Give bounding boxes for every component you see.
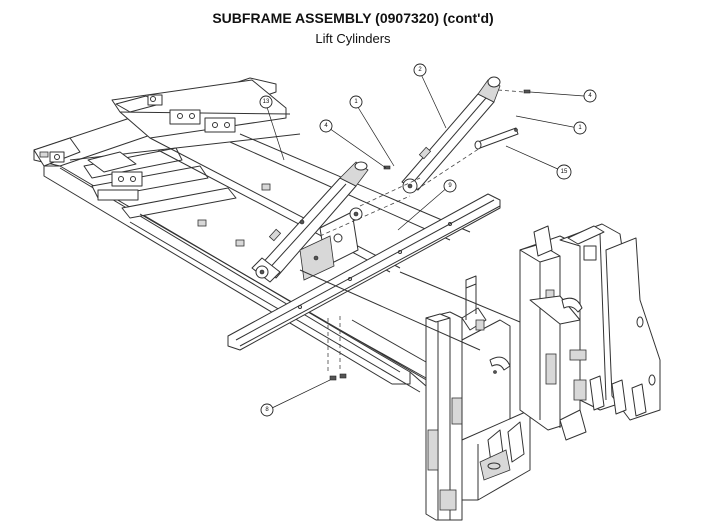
hitch-base xyxy=(461,356,531,501)
pivot-pin xyxy=(474,127,519,150)
front-upright-post xyxy=(425,275,511,521)
callout-2: 2 xyxy=(413,63,427,77)
callout-15: 15 xyxy=(556,164,572,180)
svg-text:1: 1 xyxy=(354,99,358,105)
callout-13: 13 xyxy=(259,95,273,109)
page-title: SUBFRAME ASSEMBLY (0907320) (cont'd) xyxy=(212,10,494,26)
bolts xyxy=(329,89,531,381)
svg-text:8: 8 xyxy=(265,407,269,413)
cross-beam xyxy=(227,193,501,351)
svg-text:2: 2 xyxy=(418,67,422,73)
callout-4-right: 4 xyxy=(583,89,597,103)
rear-upright-assembly xyxy=(519,223,661,441)
svg-text:1: 1 xyxy=(578,125,582,131)
svg-text:15: 15 xyxy=(561,169,568,175)
callout-4-left: 4 xyxy=(319,119,333,133)
subframe-main-frame xyxy=(33,77,471,393)
page-subtitle: Lift Cylinders xyxy=(315,31,391,46)
svg-text:9: 9 xyxy=(448,183,452,189)
callout-9: 9 xyxy=(443,179,457,193)
callout-8: 8 xyxy=(260,403,274,417)
svg-text:4: 4 xyxy=(324,123,328,129)
lift-cylinder-left xyxy=(251,161,369,283)
cylinder-mount-bracket xyxy=(299,207,363,281)
lift-cylinder-right xyxy=(401,76,501,194)
callout-leaders xyxy=(265,71,585,409)
svg-text:13: 13 xyxy=(263,99,270,105)
callout-1-right: 1 xyxy=(573,121,587,135)
callout-1-upper: 1 xyxy=(349,95,363,109)
svg-text:4: 4 xyxy=(588,93,592,99)
explode-lines xyxy=(319,89,525,372)
